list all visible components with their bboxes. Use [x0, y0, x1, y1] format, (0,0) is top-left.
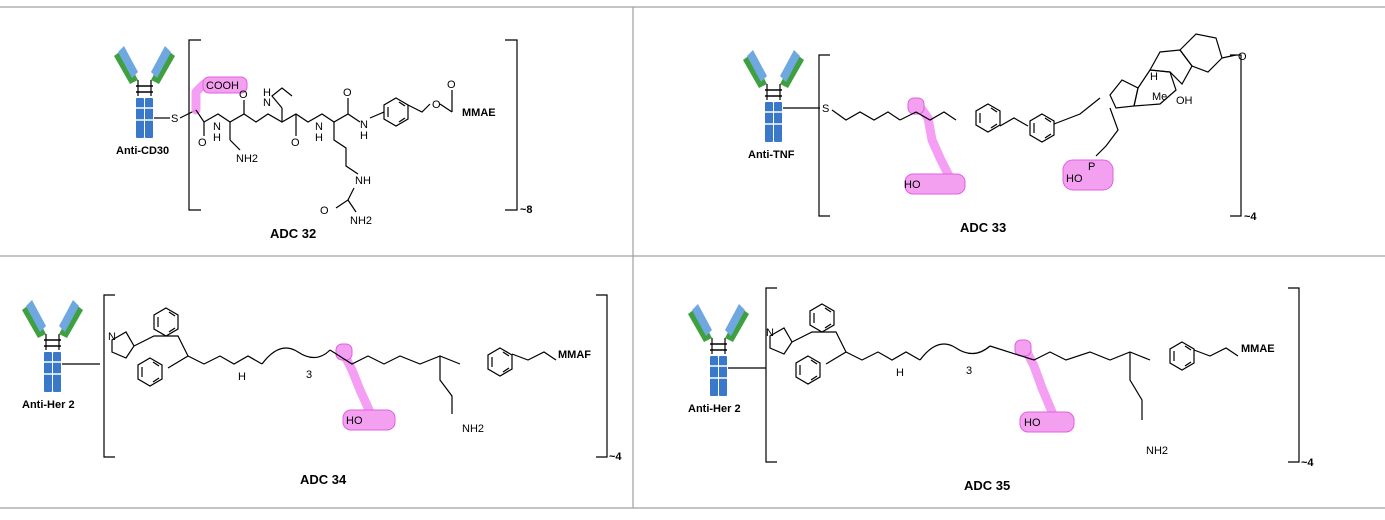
adc-name: ADC 34 [300, 472, 347, 487]
dar-label: ~4 [609, 451, 622, 463]
nh-label: NH [355, 175, 371, 187]
amine-label: NH2 [236, 153, 258, 165]
amine-label: NH2 [1146, 445, 1168, 457]
hydroxyl-label: HO [346, 415, 363, 427]
antibody-label: Anti-Her 2 [688, 403, 741, 415]
benzene-ring [487, 347, 513, 377]
subscript-label: 3 [306, 369, 312, 381]
amine-label: NH2 [462, 423, 484, 435]
hydrogen-label: H [238, 371, 246, 383]
oxygen-label: O [239, 89, 248, 101]
nitrogen-label: N [213, 121, 221, 133]
left-bracket [818, 54, 830, 217]
panel-adc-33: Anti-TNF ~4 S HO O OH Me H HO P ADC 33 [742, 33, 1257, 235]
benzene-ring [137, 357, 163, 387]
benzene-ring [383, 97, 409, 127]
antibody-icon [113, 45, 176, 139]
adc-name: ADC 35 [964, 478, 1010, 493]
adc-name: ADC 33 [960, 220, 1006, 235]
hydroxyl-label: HO [1024, 417, 1041, 429]
methyl-label: Me [1152, 91, 1167, 103]
hydrogen-label: H [896, 367, 904, 379]
dar-label: ~4 [1244, 211, 1257, 223]
benzene-ring [809, 303, 835, 333]
left-bracket [188, 39, 201, 211]
benzene-ring [795, 355, 821, 385]
nitrogen-label: N [263, 97, 271, 109]
hydroxyl-label: OH [1176, 95, 1193, 107]
dar-label: ~8 [520, 204, 533, 216]
panel-adc-32: Anti-CD30 S ~8 COOH O N H NH2 O N H O N … [113, 39, 533, 241]
nitrogen-label: N [315, 121, 323, 133]
right-bracket [596, 294, 608, 458]
amine-label: NH2 [350, 215, 372, 227]
hydrogen-label: H [213, 132, 221, 144]
antibody-icon [21, 299, 84, 393]
hydroxyl-label: HO [904, 179, 921, 191]
sulfur-label: S [171, 113, 178, 125]
nitrogen-label: N [108, 331, 116, 343]
nitrogen-label: N [766, 327, 774, 339]
oxygen-label: O [320, 205, 329, 217]
oxygen-label: O [1238, 51, 1247, 63]
right-bracket [505, 39, 518, 211]
panel-adc-34: Anti-Her 2 ~4 N H 3 HO NH2 MMAF ADC 34 [21, 294, 622, 487]
antibody-label: Anti-CD30 [116, 145, 169, 157]
oxygen-label: O [198, 137, 207, 149]
payload-label: MMAE [462, 107, 496, 119]
left-bracket [765, 287, 777, 463]
antibody-label: Anti-TNF [748, 149, 795, 161]
dar-label: ~4 [1301, 457, 1314, 469]
benzene-ring [1169, 341, 1195, 371]
benzene-ring [153, 307, 179, 337]
hydroxyl-label: HO [1066, 173, 1083, 185]
sulfur-label: S [822, 103, 829, 115]
hydrogen-label: H [360, 130, 368, 142]
hydrogen-label: H [263, 87, 271, 99]
hydrogen-label: H [1150, 71, 1158, 83]
payload-label: MMAE [1241, 343, 1275, 355]
oxygen-label: O [291, 137, 300, 149]
antibody-label: Anti-Her 2 [22, 399, 75, 411]
oxygen-label: O [432, 99, 441, 111]
oxygen-label: O [343, 87, 352, 99]
payload-label: MMAF [558, 349, 591, 361]
panel-adc-35: Anti-Her 2 ~4 N H 3 HO NH2 MMAE ADC 35 [687, 287, 1314, 493]
right-bracket [1288, 287, 1300, 463]
adc-name: ADC 32 [270, 226, 316, 241]
antibody-icon [742, 49, 805, 143]
antibody-icon [687, 303, 750, 397]
hydrogen-label: H [315, 132, 323, 144]
oxygen-label: O [447, 79, 456, 91]
right-bracket [1230, 54, 1242, 217]
nitrogen-label: N [360, 119, 368, 131]
left-bracket [103, 294, 115, 458]
benzene-ring [1029, 113, 1055, 143]
subscript-label: 3 [966, 365, 972, 377]
phosphorus-label: P [1088, 161, 1095, 173]
cooh-label: COOH [206, 80, 239, 92]
benzene-ring [975, 103, 1001, 133]
